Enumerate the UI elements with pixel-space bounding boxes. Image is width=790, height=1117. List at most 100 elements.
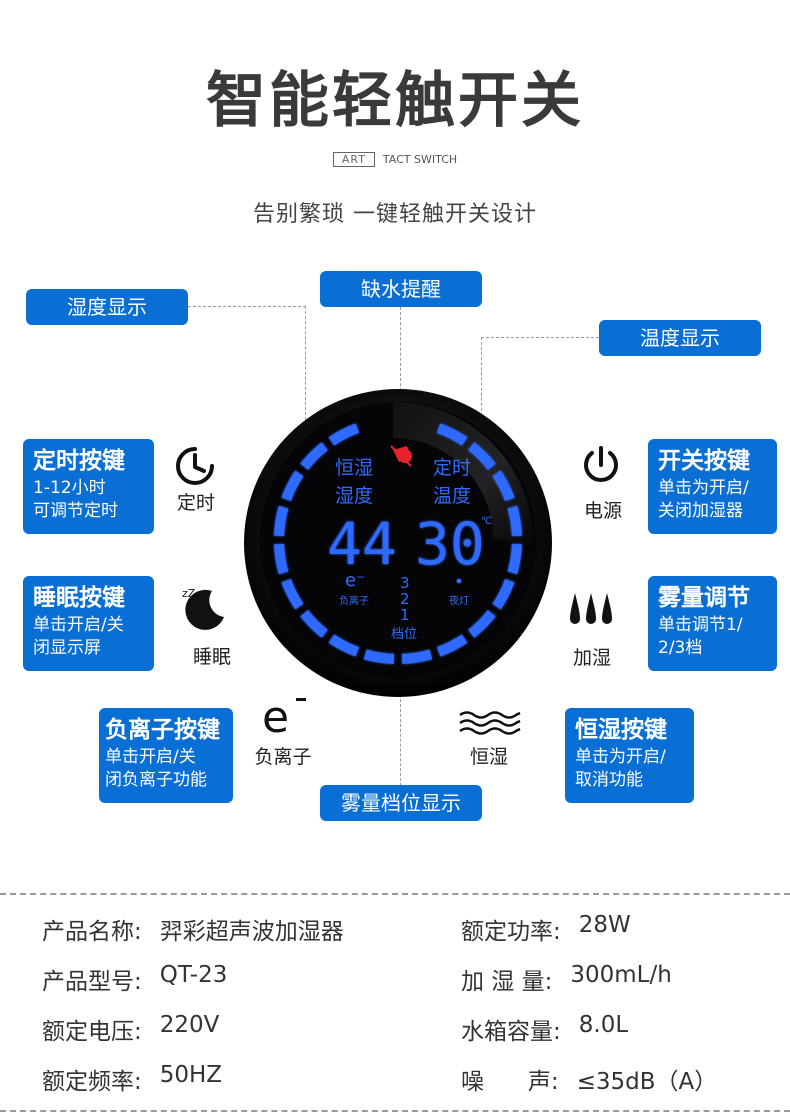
- spec-label: 加 湿 量:: [461, 969, 553, 995]
- spec-right-2: 水箱容量: 8.0L: [461, 1012, 628, 1046]
- page-title: 智能轻触开关: [206, 66, 584, 136]
- leader-water-v: [400, 307, 401, 447]
- temperature-display-callout: 温度显示: [599, 320, 761, 356]
- sleep-card-desc-2: 闭显示屏: [33, 638, 101, 658]
- leader-temp-h: [481, 337, 599, 338]
- ion-card-title: 负离子按键: [105, 717, 220, 743]
- mist-icon-label: 加湿: [572, 647, 611, 669]
- mist-adjust-card: 雾量调节 单击调节1/ 2/3档: [648, 576, 777, 671]
- spec-value: QT-23: [159, 962, 228, 988]
- sleep-button-card: 睡眠按键 单击开启/关 闭显示屏: [23, 576, 154, 671]
- mist-card-desc-1: 单击调节1/: [658, 615, 743, 635]
- mist-level-display-callout: 雾量档位显示: [320, 785, 482, 821]
- ring-segment: [507, 505, 522, 537]
- humidistat-icon-label: 恒湿: [469, 746, 508, 768]
- ring-segment: [328, 423, 360, 446]
- panel-temperature-label: 温度: [433, 485, 471, 507]
- leader-mist-v: [400, 650, 401, 786]
- spec-label: 噪 声:: [461, 1069, 559, 1095]
- spec-left-0: 产品名称: 羿彩超声波加湿器: [42, 912, 344, 946]
- ring-segment: [328, 634, 360, 657]
- mist-card-title: 雾量调节: [658, 585, 750, 611]
- spec-left-2: 额定电压: 220V: [42, 1012, 219, 1046]
- negative-ion-icon: e: [262, 692, 306, 736]
- sleep-card-desc-1: 单击开启/关: [33, 615, 124, 635]
- panel-gloss: [393, 401, 534, 548]
- ring-segment: [300, 442, 328, 470]
- spec-label: 产品型号:: [42, 969, 142, 995]
- spec-value: 220V: [159, 1012, 220, 1038]
- power-button-card: 开关按键 单击为开启/ 关闭加湿器: [648, 439, 777, 534]
- leader-humidity-h: [188, 306, 306, 307]
- mist-card-desc-2: 2/3档: [658, 638, 703, 658]
- timer-icon-label: 定时: [176, 492, 215, 514]
- spec-right-1: 加 湿 量: 300mL/h: [461, 962, 672, 996]
- ring-segment: [281, 578, 304, 610]
- humidistat-card-desc-1: 单击为开启/: [575, 747, 666, 767]
- spec-label: 产品名称:: [42, 919, 142, 945]
- spec-value: 300mL/h: [570, 962, 672, 988]
- panel-ion-glyph: e⁻: [345, 570, 366, 591]
- timer-button-card: 定时按键 1-12小时 可调节定时: [23, 439, 154, 534]
- ion-card-desc-1: 单击开启/关: [105, 747, 196, 767]
- panel-face: [260, 402, 536, 678]
- spec-value: ≤35dB（A）: [576, 1069, 718, 1095]
- spec-divider-bottom: [0, 1110, 790, 1112]
- spec-right-3: 噪 声: ≤35dB（A）: [461, 1062, 717, 1096]
- spec-label: 额定功率:: [461, 919, 561, 945]
- ion-button-card: 负离子按键 单击开启/关 闭负离子功能: [99, 708, 233, 803]
- ring-segment: [281, 470, 304, 502]
- panel-level-3: 3: [400, 574, 410, 592]
- ring-segment: [363, 649, 395, 664]
- ring-segment: [436, 634, 468, 657]
- water-shortage-callout: 缺水提醒: [320, 271, 482, 307]
- waves-icon: [459, 711, 521, 735]
- timer-card-desc-1: 1-12小时: [33, 478, 106, 498]
- art-box: ART: [332, 152, 375, 167]
- spec-right-0: 额定功率: 28W: [461, 912, 631, 946]
- panel-level-label: 档位: [391, 627, 417, 642]
- spec-value: 羿彩超声波加湿器: [159, 919, 344, 945]
- power-card-desc-2: 关闭加湿器: [658, 501, 743, 521]
- panel-humidity-label: 湿度: [335, 485, 373, 507]
- subtitle: 告别繁琐 一键轻触开关设计: [253, 202, 537, 227]
- humidity-display-callout: 湿度显示: [26, 289, 188, 325]
- temperature-value: 30: [415, 510, 485, 578]
- moon-icon: zZ: [182, 587, 224, 630]
- spec-left-1: 产品型号: QT-23: [42, 962, 227, 996]
- control-panel-display: 恒湿 定时 湿度 温度 44 30 ℃ e⁻ 负离子 3 2 1 档位 夜灯: [244, 389, 552, 697]
- power-icon: [584, 446, 618, 482]
- spec-value: 50HZ: [159, 1062, 223, 1088]
- ring-segment: [507, 543, 522, 575]
- ion-card-desc-2: 闭负离子功能: [105, 770, 207, 790]
- power-card-title: 开关按键: [658, 448, 750, 474]
- nightlight-dot: [456, 578, 462, 584]
- panel-nightlight-label: 夜灯: [449, 594, 469, 607]
- spec-label: 额定频率:: [42, 1069, 142, 1095]
- spec-left-3: 额定频率: 50HZ: [42, 1062, 222, 1096]
- ion-icon-label: 负离子: [254, 746, 312, 768]
- timer-card-desc-2: 可调节定时: [33, 501, 118, 521]
- ring-segment: [274, 505, 289, 537]
- ring-segment: [492, 578, 515, 610]
- ring-segment: [436, 423, 468, 446]
- ring-segment: [468, 610, 496, 638]
- timer-card-title: 定时按键: [33, 448, 125, 474]
- ion-e-glyph: e: [262, 692, 289, 736]
- spec-value: 28W: [578, 912, 631, 938]
- ring-segment: [300, 610, 328, 638]
- humidistat-button-card: 恒湿按键 单击为开启/ 取消功能: [565, 708, 694, 803]
- power-card-desc-1: 单击为开启/: [658, 478, 749, 498]
- humidistat-card-desc-2: 取消功能: [575, 770, 643, 790]
- segment-ring: [274, 423, 522, 664]
- panel-level-2: 2: [400, 590, 410, 608]
- sleep-card-title: 睡眠按键: [33, 585, 125, 611]
- water-shortage-indicator: [390, 445, 412, 467]
- celsius-unit: ℃: [481, 516, 492, 527]
- art-tag-row: ART TACT SWITCH: [0, 152, 790, 167]
- clock-icon: [176, 447, 214, 485]
- spec-label: 水箱容量:: [461, 1019, 561, 1045]
- humidistat-card-title: 恒湿按键: [575, 717, 667, 743]
- sleep-z-glyph: zZ: [182, 587, 196, 600]
- humidity-value: 44: [327, 510, 397, 578]
